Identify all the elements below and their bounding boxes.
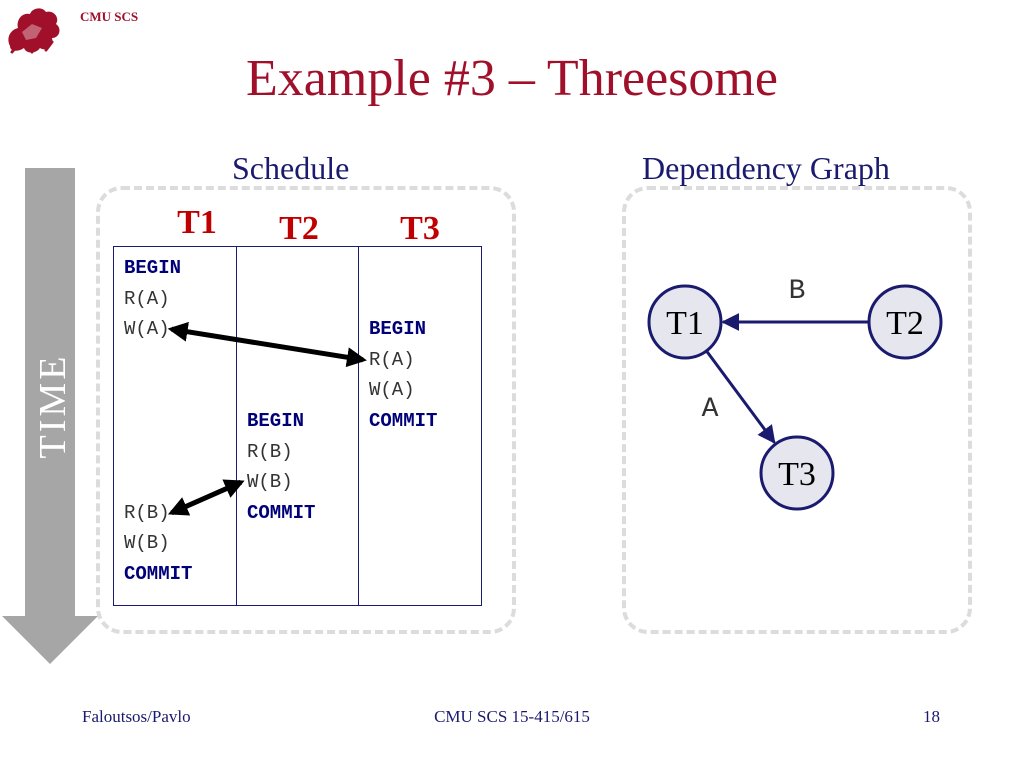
org-label: CMU SCS [80, 9, 139, 24]
schedule-op-t1: COMMIT [124, 563, 193, 585]
txn-header-t1: T1 [177, 204, 217, 241]
graph-node-label: T1 [666, 305, 704, 342]
graph-edge-label: B [789, 276, 806, 307]
slide-title: Example #3 – Threesome [246, 50, 778, 107]
graph-node-label: T3 [778, 456, 816, 493]
griffin-logo-icon [8, 8, 60, 54]
time-axis-label: TIME [32, 353, 74, 459]
schedule-op-t1: R(B) [124, 501, 170, 524]
footer-author: Faloutsos/Pavlo [82, 707, 191, 726]
schedule-table [113, 246, 482, 606]
graph-node-label: T2 [886, 305, 924, 342]
schedule-op-t2: BEGIN [247, 410, 305, 432]
schedule-op-t1: BEGIN [124, 257, 182, 279]
footer-page-number: 18 [923, 707, 940, 726]
schedule-panel [96, 186, 516, 634]
schedule-op-t1: W(A) [124, 318, 170, 341]
column-divider [236, 246, 237, 606]
txn-header-t3: T3 [400, 210, 440, 247]
schedule-op-t2: W(B) [247, 471, 293, 494]
graph-edge-t1-t3 [705, 350, 776, 444]
column-divider [358, 246, 359, 606]
schedule-op-t1: W(B) [124, 532, 170, 555]
schedule-op-t1: R(A) [124, 287, 170, 310]
graph-edge-label: A [702, 394, 719, 425]
schedule-op-t2: COMMIT [247, 501, 316, 524]
schedule-op-t3: W(A) [369, 379, 415, 402]
txn-header-t2: T2 [279, 210, 319, 247]
schedule-heading: Schedule [232, 150, 350, 186]
graph-panel [622, 186, 972, 634]
graph-node-t3 [759, 435, 835, 511]
graph-node-t1 [647, 284, 723, 360]
schedule-op-t2: R(B) [247, 440, 293, 463]
footer-course: CMU SCS 15-415/615 [434, 707, 590, 726]
schedule-op-t3: R(A) [369, 348, 415, 371]
dependency-graph-heading: Dependency Graph [642, 150, 890, 186]
graph-node-t2 [867, 284, 943, 360]
schedule-op-t3: COMMIT [369, 410, 438, 432]
time-arrow-icon [2, 168, 98, 664]
schedule-op-t3: BEGIN [369, 318, 427, 341]
